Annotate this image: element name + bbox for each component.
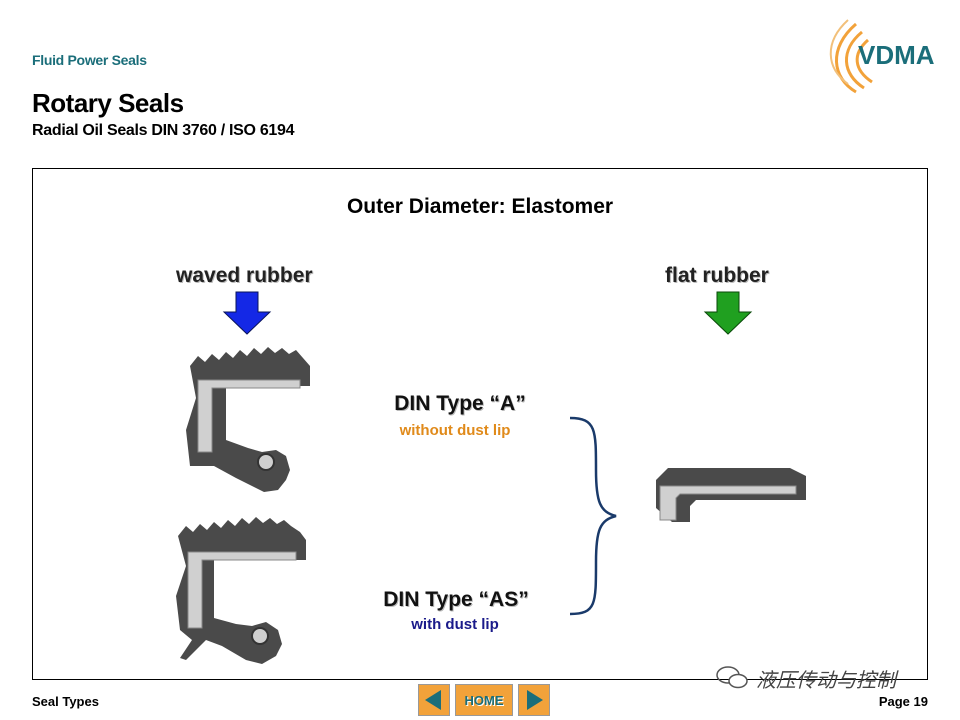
content-frame [32,168,928,680]
din-type-a-label: DIN Type “A” [394,392,526,415]
green-down-arrow-icon [703,291,753,335]
footer-section-label: Seal Types [32,694,99,709]
page-subtitle: Radial Oil Seals DIN 3760 / ISO 6194 [32,122,295,139]
page-title: Rotary Seals [32,88,184,118]
din-type-as-sub: with dust lip [411,616,499,633]
din-type-a-sub: without dust lip [399,422,511,439]
section-label: Fluid Power Seals [32,52,147,68]
prev-button[interactable] [418,684,450,716]
arrow-right-icon [527,690,543,710]
arrow-left-icon [425,690,441,710]
din-type-as-label: DIN Type “AS” [383,588,529,611]
next-button[interactable] [518,684,550,716]
content-heading: Outer Diameter: Elastomer [346,195,614,218]
vdma-logo-text: VDMA [858,40,935,70]
seal-type-as-waved-icon [176,517,306,664]
brace-icon [569,416,617,616]
home-button[interactable]: HOME [455,684,513,716]
page-number: Page 19 [878,694,928,709]
seal-flat-rubber-icon [656,468,806,522]
seal-type-a-waved-icon [186,347,310,492]
wechat-icon [716,666,748,689]
flat-rubber-label: flat rubber [665,264,769,287]
watermark: 液压传动与控制 [712,664,932,692]
vdma-logo-icon [829,19,873,94]
waved-rubber-label: waved rubber [176,264,313,287]
blue-down-arrow-icon [222,291,272,335]
